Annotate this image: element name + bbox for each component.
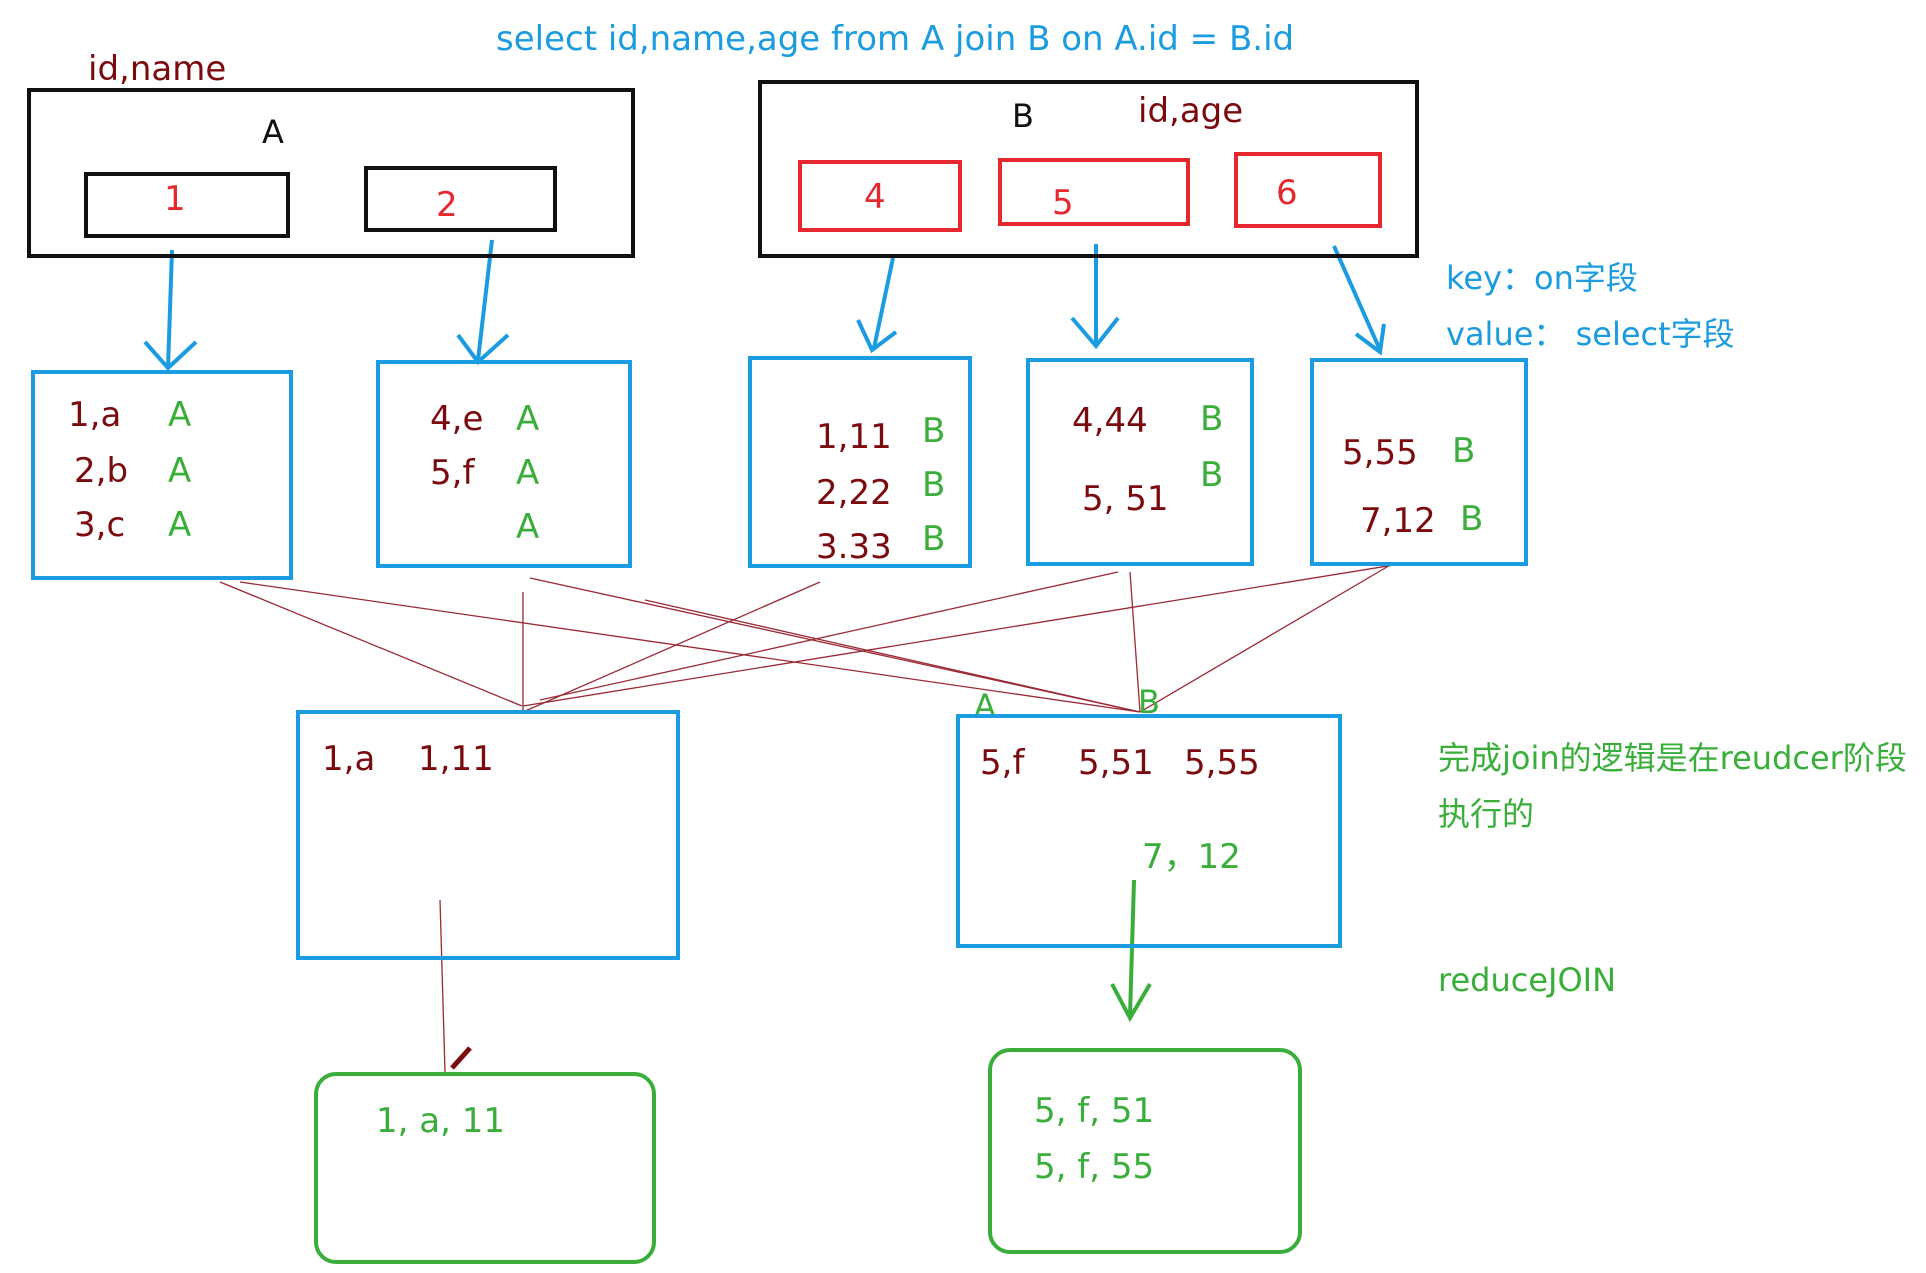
- result-1-row-1: 1, a, 11: [376, 1101, 505, 1141]
- map-2-row-2-tag: A: [516, 453, 540, 493]
- reducer-1-value-a: 1,a: [322, 739, 376, 779]
- map-1-row-2-tag: A: [168, 451, 192, 491]
- reduce-to-result-arrow: [1110, 879, 1152, 1023]
- map-5-row-1-kv: 5,55: [1342, 433, 1418, 473]
- reducer-2-value-3: 5,55: [1184, 743, 1260, 783]
- map-3-row-2-tag: B: [922, 465, 946, 505]
- shuffle-lines: [219, 563, 1401, 1073]
- reducer-2-label-b: B: [1138, 683, 1160, 721]
- map-1-row-2-kv: 2,b: [74, 451, 129, 491]
- table-a-split-2-label: 2: [436, 185, 458, 225]
- map-5-row-1-tag: B: [1452, 431, 1476, 471]
- table-b-split-5: [998, 158, 1190, 226]
- reducer-1-value-b: 1,11: [418, 739, 494, 779]
- result-2-row-1: 5, f, 51: [1034, 1091, 1155, 1131]
- table-a-split-2: [364, 166, 557, 232]
- split-to-map-arrows: [143, 239, 1386, 371]
- map-1-row-1-kv: 1,a: [68, 395, 122, 435]
- map-4-row-2-tag: B: [1200, 455, 1224, 495]
- key-note: key：on字段: [1446, 259, 1638, 297]
- map-5-row-2-tag: B: [1460, 499, 1484, 539]
- map-1-row-3-kv: 3,c: [74, 505, 126, 545]
- explanation-line-2: 执行的: [1438, 795, 1535, 833]
- map-4-row-1-tag: B: [1200, 399, 1224, 439]
- table-b-split-6: [1234, 152, 1382, 228]
- reducer-2-value-2: 5,51: [1078, 743, 1154, 783]
- reducer-2-value-4: 7，12: [1142, 837, 1241, 877]
- table-b-split-4: [798, 160, 962, 232]
- table-a-box: [27, 88, 635, 258]
- map-2-row-2-kv: 5,f: [430, 453, 475, 493]
- table-b-label: B: [1012, 97, 1034, 135]
- map-3-row-2-kv: 2,22: [816, 473, 892, 513]
- reducer-box-2: [956, 714, 1342, 948]
- sql-query-title: select id,name,age from A join B on A.id…: [496, 19, 1295, 59]
- table-a-split-1: [84, 172, 290, 238]
- value-note: value： select字段: [1446, 315, 1735, 353]
- map-2-row-1-kv: 4,e: [430, 399, 484, 439]
- map-1-row-3-tag: A: [168, 505, 192, 545]
- map-output-box-2: [376, 360, 632, 568]
- result-box-2: [988, 1048, 1302, 1254]
- map-output-box-4: [1026, 358, 1254, 566]
- table-b-split-6-label: 6: [1276, 173, 1298, 213]
- result-2-row-2: 5, f, 55: [1034, 1147, 1155, 1187]
- reduce-join-label: reduceJOIN: [1438, 961, 1617, 999]
- result-box-1: [314, 1072, 656, 1264]
- explanation-line-1: 完成join的逻辑是在reudcer阶段: [1438, 739, 1907, 777]
- map-3-row-1-tag: B: [922, 411, 946, 451]
- map-3-row-1-kv: 1,11: [816, 417, 892, 457]
- result-arrow-tip-icon: [450, 1046, 472, 1070]
- map-5-row-2-kv: 7,12: [1360, 501, 1436, 541]
- map-1-row-1-tag: A: [168, 395, 192, 435]
- map-4-row-1-kv: 4,44: [1072, 401, 1148, 441]
- map-output-box-5: [1310, 358, 1528, 566]
- map-4-row-2-kv: 5, 51: [1082, 479, 1169, 519]
- map-output-box-3: [748, 356, 972, 568]
- table-b-columns: id,age: [1138, 91, 1244, 131]
- table-a-columns: id,name: [88, 49, 227, 89]
- table-a-label: A: [262, 113, 284, 151]
- map-3-row-3-tag: B: [922, 519, 946, 559]
- reducer-box-1: [296, 710, 680, 960]
- map-output-box-1: [31, 370, 293, 580]
- reducer-2-value-1: 5,f: [980, 743, 1025, 783]
- table-b-box: [758, 80, 1419, 258]
- map-2-row-3-tag: A: [516, 507, 540, 547]
- table-b-split-5-label: 5: [1052, 183, 1074, 223]
- table-a-split-1-label: 1: [164, 179, 186, 219]
- table-b-split-4-label: 4: [864, 177, 886, 217]
- map-2-row-1-tag: A: [516, 399, 540, 439]
- map-3-row-3-kv: 3.33: [816, 527, 892, 567]
